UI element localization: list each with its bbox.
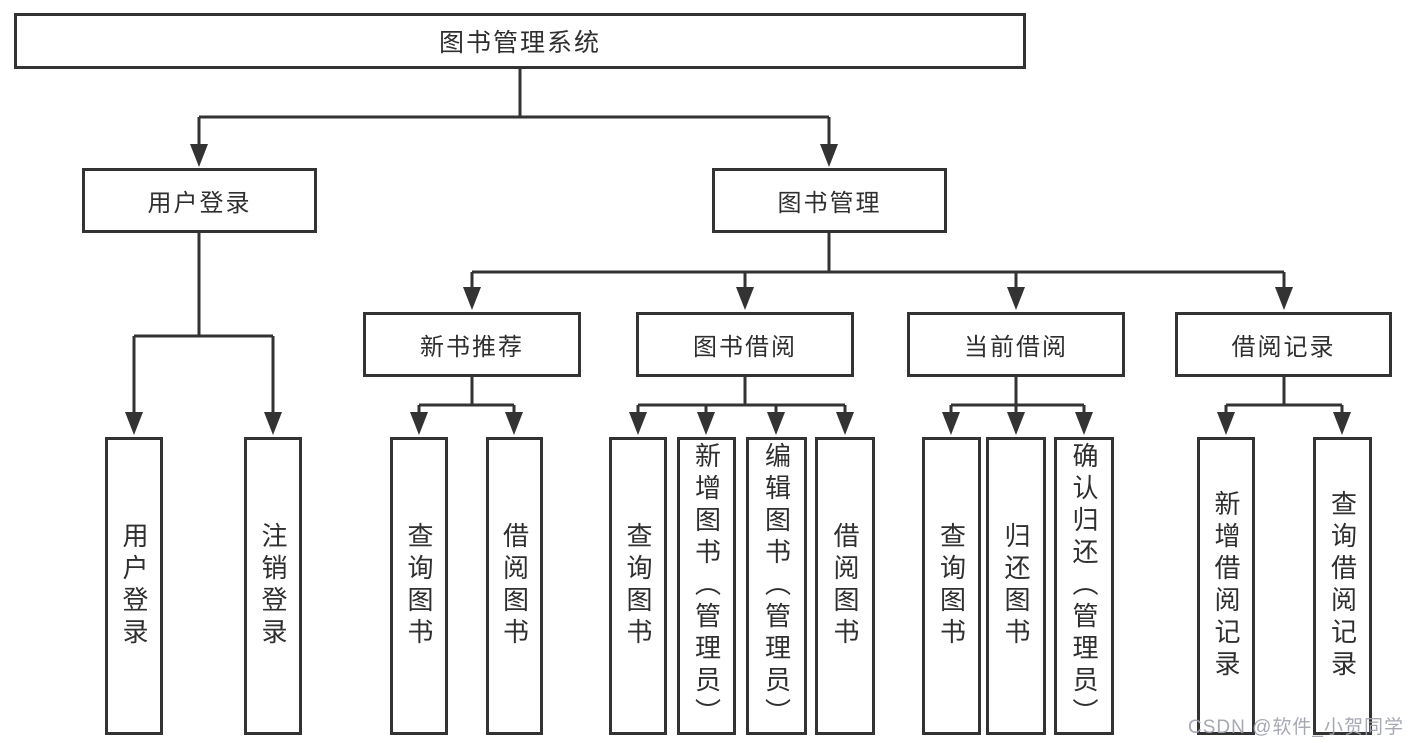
node-label: 借阅图书: [830, 522, 860, 650]
leaf-add-borrow-record: 新增借阅记录: [1197, 437, 1255, 735]
leaf-query-books-borrow: 查询图书: [609, 437, 667, 735]
node-label: 注销登录: [258, 522, 288, 650]
connector-new-book-recommend-to-leaves: [417, 377, 516, 417]
node-label: 新增图书（管理员）: [691, 442, 722, 730]
arrowhead: [1007, 287, 1025, 310]
node-label: 借阅记录: [1231, 334, 1336, 361]
node-label: 编辑图书（管理员）: [761, 442, 792, 730]
root-title: 图书管理系统: [438, 29, 601, 57]
connector-borrow-records-to-leaves: [1224, 377, 1344, 417]
leaf-borrow-books-recommend: 借阅图书: [486, 437, 543, 735]
arrowhead: [736, 287, 754, 310]
leaf-query-books-recommend: 查询图书: [390, 437, 448, 735]
node-book-borrow: 图书借阅: [636, 312, 854, 377]
node-current-borrow: 当前借阅: [907, 312, 1125, 377]
node-root-system: 图书管理系统: [14, 13, 1026, 69]
arrowhead: [1333, 412, 1351, 435]
arrowhead: [410, 412, 428, 435]
node-label: 新书推荐: [420, 334, 524, 361]
arrowhead: [820, 144, 838, 167]
arrowhead: [264, 412, 282, 435]
node-label: 借阅图书: [499, 522, 530, 650]
node-label: 当前借阅: [964, 334, 1068, 361]
connector-root-to-level2: [197, 69, 831, 147]
node-new-book-recommend: 新书推荐: [363, 312, 581, 377]
leaf-query-books-current: 查询图书: [922, 437, 981, 735]
connector-user-login-to-leaves: [132, 233, 275, 416]
arrowhead: [629, 412, 647, 435]
node-label: 新增借阅记录: [1211, 490, 1241, 682]
arrowhead: [697, 412, 715, 435]
leaf-confirm-return-admin: 确认归还（管理员）: [1054, 437, 1114, 735]
node-label: 查询借阅记录: [1327, 490, 1358, 682]
leaf-edit-book-admin: 编辑图书（管理员）: [746, 437, 807, 735]
arrowhead: [767, 412, 785, 435]
node-label: 图书借阅: [693, 334, 797, 361]
arrowhead: [1275, 287, 1293, 310]
arrowhead: [463, 287, 481, 310]
node-label: 确认归还（管理员）: [1069, 442, 1099, 730]
arrowhead: [505, 412, 523, 435]
leaf-logout: 注销登录: [244, 437, 302, 735]
arrowhead: [836, 412, 854, 435]
node-label: 查询图书: [404, 522, 434, 650]
node-label: 图书管理: [777, 190, 882, 217]
node-label: 查询图书: [936, 522, 967, 650]
connector-book-borrow-to-leaves: [636, 377, 847, 417]
node-label: 查询图书: [623, 522, 653, 650]
arrowhead: [1075, 412, 1093, 435]
node-borrow-records: 借阅记录: [1175, 312, 1392, 377]
leaf-user-login: 用户登录: [105, 437, 163, 735]
node-label: 用户登录: [147, 190, 252, 217]
leaf-borrow-books: 借阅图书: [815, 437, 875, 735]
connector-book-management-to-level3: [470, 233, 1286, 291]
leaf-return-book: 归还图书: [986, 437, 1046, 735]
node-label: 用户登录: [119, 522, 149, 650]
csdn-watermark: CSDN @软件_小贺同学: [1188, 717, 1404, 738]
leaf-add-book-admin: 新增图书（管理员）: [677, 437, 736, 735]
leaf-query-borrow-record: 查询借阅记录: [1313, 437, 1372, 735]
node-label: 归还图书: [1001, 522, 1031, 650]
node-book-management: 图书管理: [712, 168, 947, 233]
arrowhead: [125, 412, 143, 435]
arrowhead: [942, 412, 960, 435]
arrowhead: [190, 144, 208, 167]
arrowhead: [1007, 412, 1025, 435]
node-user-login: 用户登录: [82, 168, 317, 233]
arrowhead: [1217, 412, 1235, 435]
connector-current-borrow-to-leaves: [949, 377, 1086, 417]
